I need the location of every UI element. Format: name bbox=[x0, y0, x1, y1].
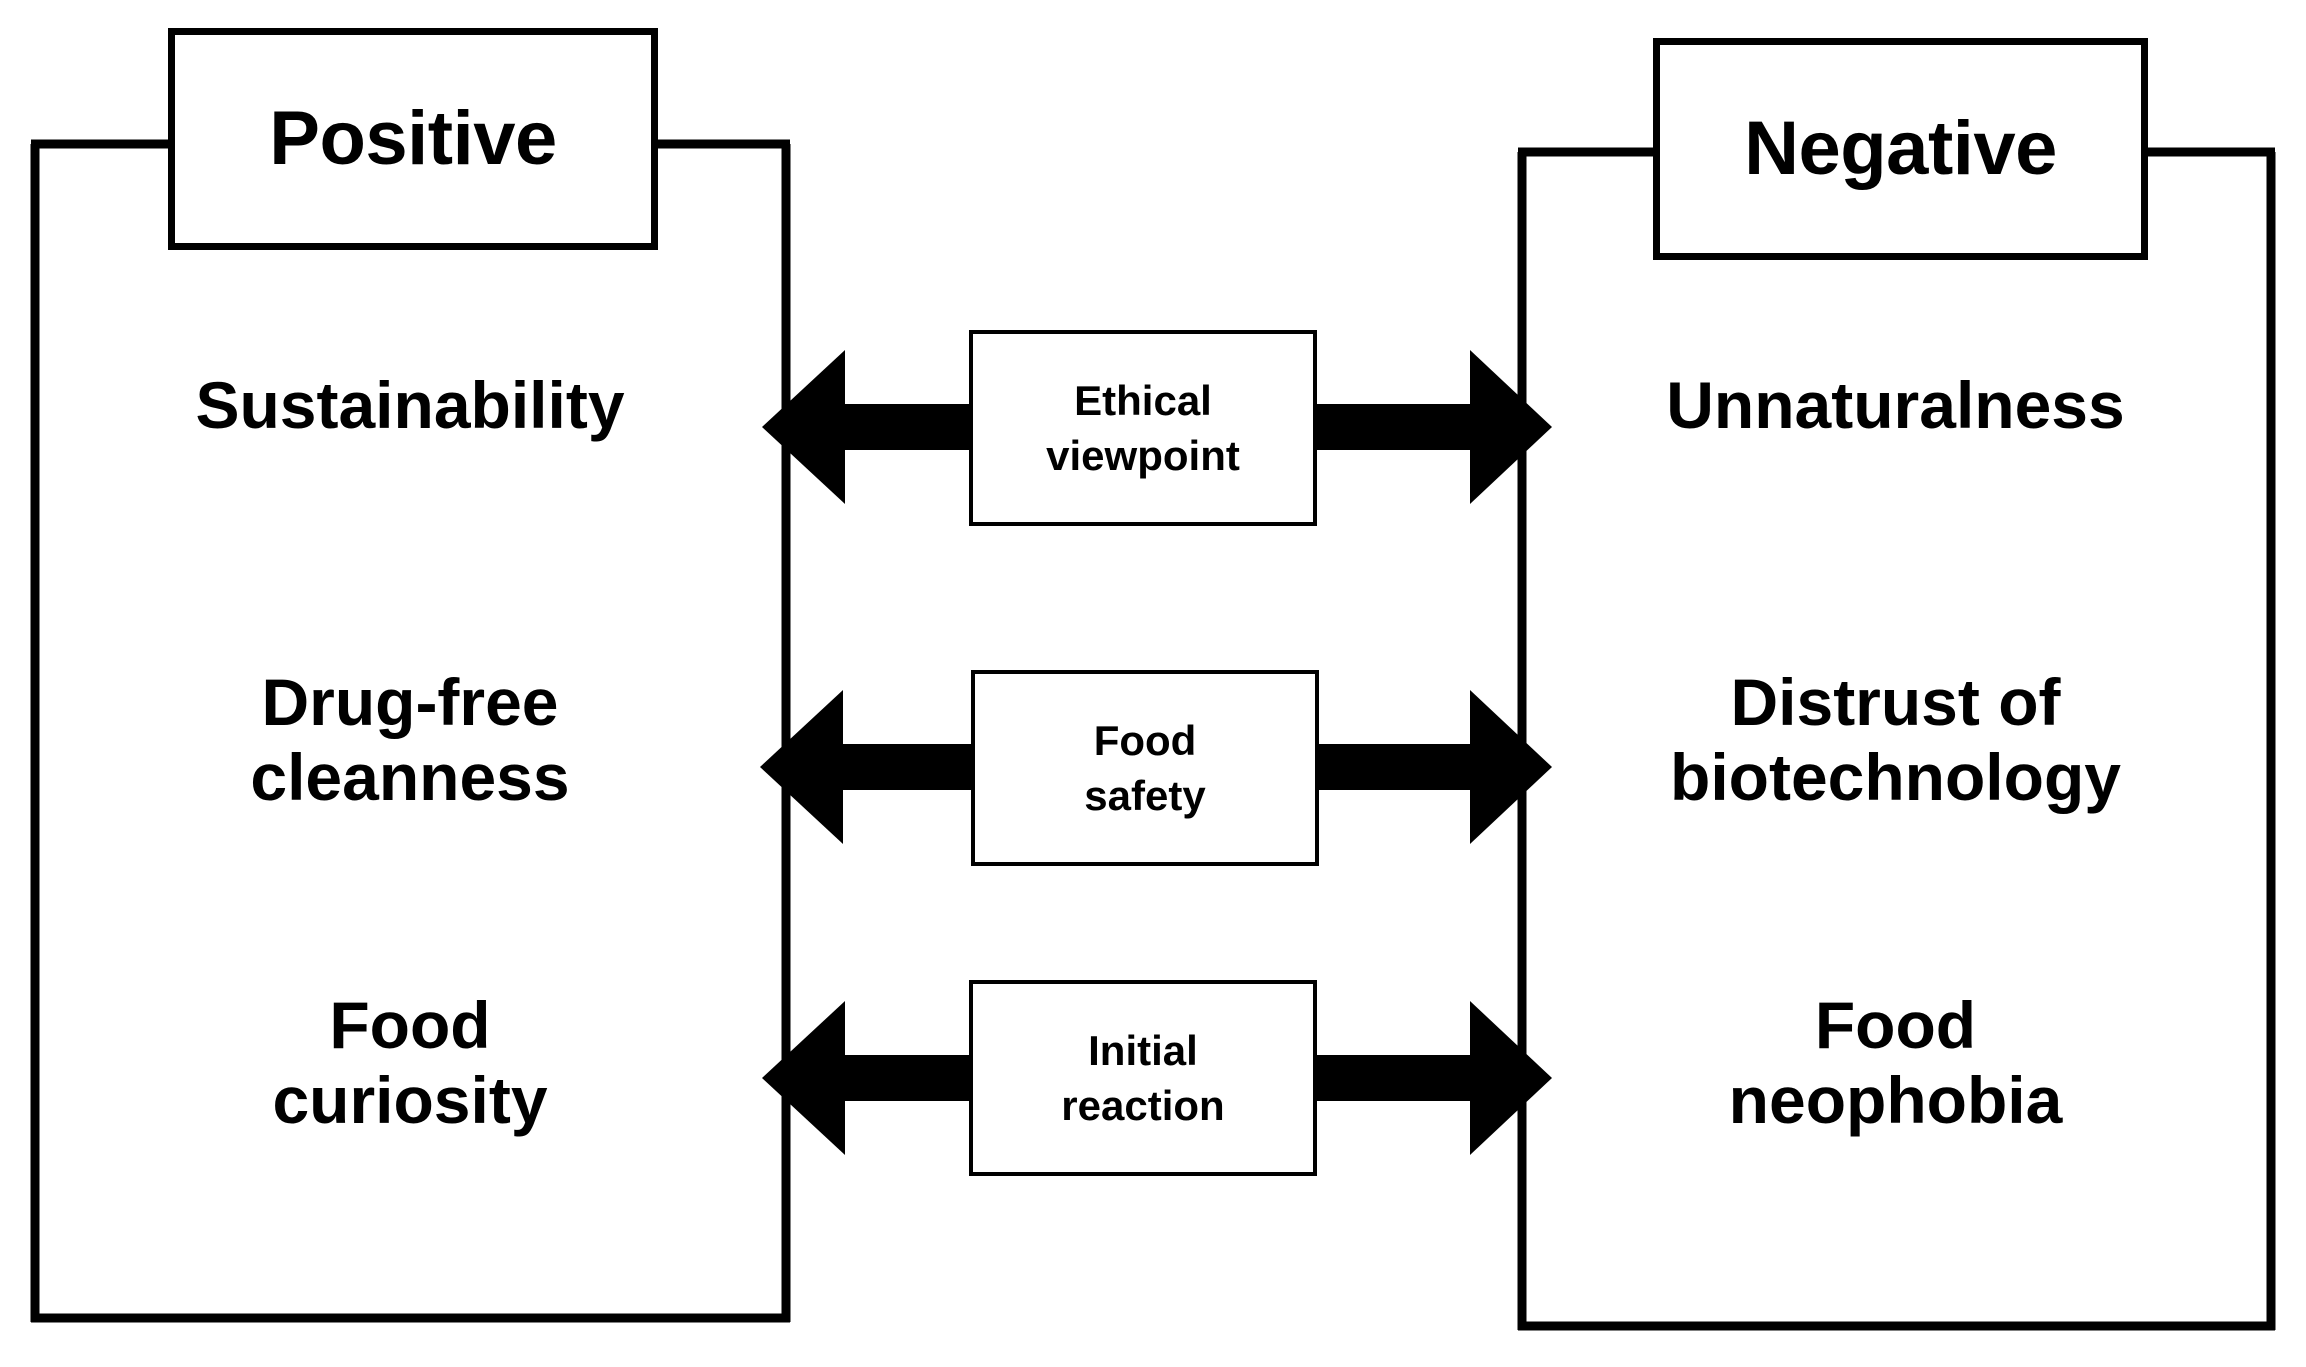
right-container-frame bbox=[1517, 147, 2276, 1331]
negative-header-label: Negative bbox=[1744, 106, 2057, 191]
positive-header-box: Positive bbox=[168, 28, 658, 250]
connector-arrow-initial-reaction bbox=[762, 1001, 1552, 1155]
connector-label-initial-reaction: Initial reaction bbox=[1061, 1026, 1225, 1129]
connector-label-box-ethical-viewpoint: Ethical viewpoint bbox=[969, 330, 1317, 526]
left-container-frame bbox=[30, 139, 791, 1323]
connector-label-box-food-safety: Food safety bbox=[971, 670, 1319, 866]
left-item-sustainability: Sustainability bbox=[195, 368, 625, 442]
negative-header-box: Negative bbox=[1653, 38, 2148, 260]
left-item-food-curiosity: Food curiosity bbox=[272, 988, 548, 1137]
right-item-food-neophobia: Food neophobia bbox=[1728, 988, 2063, 1137]
right-item-distrust-of-biotechnology: Distrust of biotechnology bbox=[1670, 665, 2121, 814]
right-item-unnaturalness: Unnaturalness bbox=[1666, 368, 2125, 442]
connector-label-food-safety: Food safety bbox=[1084, 716, 1206, 819]
connector-arrow-food-safety bbox=[760, 690, 1552, 844]
left-item-drug-free-cleanness: Drug-free cleanness bbox=[250, 665, 570, 814]
positive-header-label: Positive bbox=[269, 96, 557, 181]
connector-arrow-ethical-viewpoint bbox=[762, 350, 1552, 504]
connector-label-box-initial-reaction: Initial reaction bbox=[969, 980, 1317, 1176]
connector-label-ethical-viewpoint: Ethical viewpoint bbox=[1046, 376, 1240, 479]
